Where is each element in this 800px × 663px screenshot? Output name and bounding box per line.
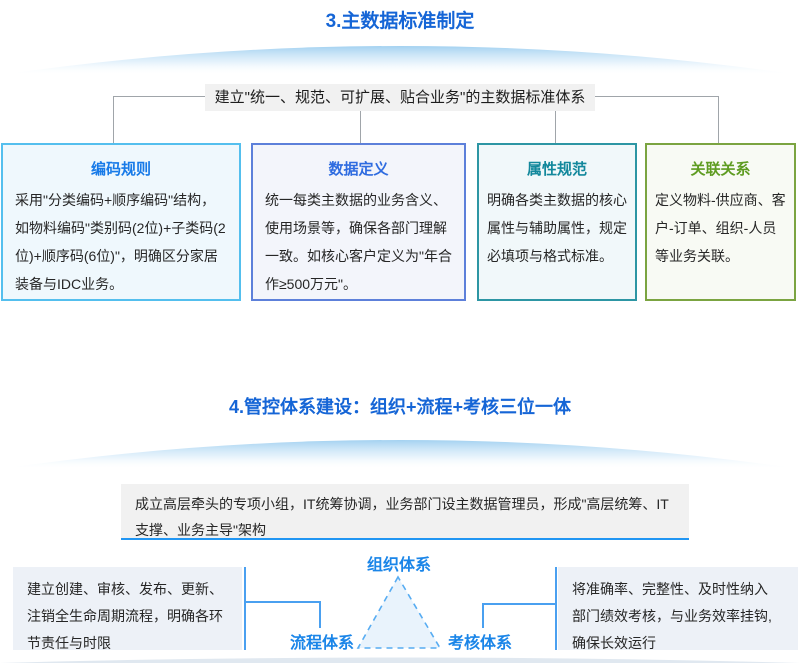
label-organization-system: 组织体系 bbox=[366, 557, 431, 574]
note-assessment-kpi: 将准确率、完整性、及时性纳入部门绩效考核，与业务效率挂钩,确保长效运行 bbox=[558, 567, 798, 651]
connector-line bbox=[482, 603, 484, 628]
wave-decoration bbox=[0, 440, 800, 469]
label-process-system: 流程体系 bbox=[290, 635, 355, 652]
connector-line bbox=[113, 96, 205, 97]
card-title: 关联关系 bbox=[690, 161, 751, 178]
intro-statement-box: 成立高层牵头的专项小组，IT统筹协调，业务部门设主数据管理员，形成"高层统筹、I… bbox=[121, 484, 689, 540]
card-data-definition: 数据定义 统一每类主数据的业务含义、使用场景等，确保各部门理解一致。如核心客户定… bbox=[251, 143, 466, 301]
card-title: 属性规范 bbox=[526, 161, 587, 178]
connector-line bbox=[555, 567, 557, 650]
connector-line bbox=[113, 96, 114, 143]
card-body: 采用"分类编码+顺序编码"结构，如物料编码"类别码(2位)+子类码(2位)+顺序… bbox=[15, 192, 226, 292]
connector-line bbox=[482, 603, 557, 605]
connector-line bbox=[595, 96, 719, 97]
card-title: 编码规则 bbox=[90, 161, 151, 178]
connector-line bbox=[246, 601, 320, 603]
dashed-triangle bbox=[356, 575, 442, 649]
card-body: 明确各类主数据的核心属性与辅助属性，规定必填项与格式标准。 bbox=[487, 192, 627, 264]
section4-title: 4.管控体系建设：组织+流程+考核三位一体 bbox=[228, 397, 572, 417]
connector-line bbox=[555, 111, 556, 143]
note-process-lifecycle: 建立创建、审核、发布、更新、注销全生命周期流程，明确各环节责任与时限 bbox=[13, 567, 242, 651]
wave-decoration bbox=[0, 46, 800, 75]
connector-line bbox=[319, 601, 321, 628]
card-coding-rules: 编码规则 采用"分类编码+顺序编码"结构，如物料编码"类别码(2位)+子类码(2… bbox=[1, 143, 241, 301]
section3-title: 3.主数据标准制定 bbox=[325, 11, 475, 32]
root-statement-box: 建立"统一、规范、可扩展、贴合业务"的主数据标准体系 bbox=[205, 84, 595, 111]
card-title: 数据定义 bbox=[328, 161, 389, 178]
connector-line bbox=[718, 96, 719, 143]
label-assessment-system: 考核体系 bbox=[448, 635, 513, 652]
card-body: 定义物料-供应商、客户-订单、组织-人员等业务关联。 bbox=[655, 192, 786, 264]
connector-line bbox=[360, 111, 361, 143]
card-relationships: 关联关系 定义物料-供应商、客户-订单、组织-人员等业务关联。 bbox=[645, 143, 796, 301]
connector-line bbox=[244, 567, 246, 650]
bottom-wave-decoration bbox=[0, 657, 800, 663]
card-body: 统一每类主数据的业务含义、使用场景等，确保各部门理解一致。如核心客户定义为"年合… bbox=[265, 192, 452, 292]
card-attribute-spec: 属性规范 明确各类主数据的核心属性与辅助属性，规定必填项与格式标准。 bbox=[477, 143, 637, 301]
